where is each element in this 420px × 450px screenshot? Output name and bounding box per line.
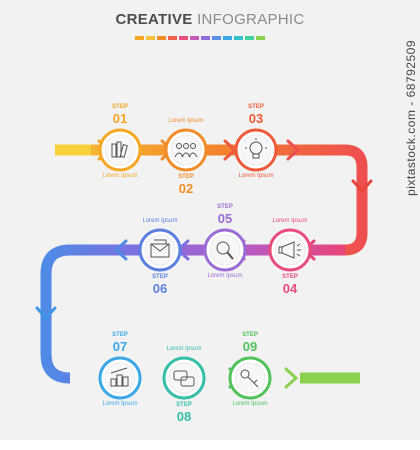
- palette-swatch: [234, 36, 243, 40]
- chat-icon: [173, 370, 195, 387]
- flow-band-middle: [40, 244, 345, 384]
- step-word: STEP: [242, 332, 258, 338]
- step-word: STEP: [176, 402, 192, 408]
- step-label: Lorem Ipsum: [102, 173, 138, 179]
- step-word: STEP: [248, 104, 264, 110]
- magnifier-icon: [216, 241, 234, 260]
- money-icon: [110, 367, 129, 387]
- step-label: Lorem Ipsum: [272, 218, 308, 224]
- step-inner-circle: [209, 234, 241, 266]
- mail-icon: [150, 239, 170, 258]
- step-word: STEP: [112, 104, 128, 110]
- chevron-right-icon: [286, 139, 301, 161]
- step-label: Lorem Ipsum: [207, 273, 243, 279]
- step-inner-circle: [170, 134, 202, 166]
- stock-watermark: pixtastock.com - 68792509: [404, 40, 418, 196]
- step-number: 08: [176, 409, 192, 424]
- step-number: 09: [242, 339, 258, 354]
- step-word: STEP: [112, 332, 128, 338]
- step-label: Lorem Ipsum: [142, 218, 178, 224]
- step-number: 01: [112, 111, 128, 126]
- step-number: 05: [217, 211, 233, 226]
- palette-swatch: [256, 36, 265, 40]
- stock-footer-strip: [0, 440, 420, 450]
- palette-swatch: [190, 36, 199, 40]
- palette-swatch: [157, 36, 166, 40]
- chevron-down-icon: [35, 306, 57, 321]
- flow-band-top: [55, 144, 368, 256]
- step-label: Lorem Ipsum: [168, 118, 204, 124]
- step-inner-circle: [234, 362, 266, 394]
- palette-swatch: [146, 36, 155, 40]
- step-word: STEP: [152, 274, 168, 280]
- step-number: 06: [152, 281, 168, 296]
- chevron-down-icon: [351, 179, 373, 194]
- step-label: Lorem Ipsum: [232, 401, 268, 407]
- step-inner-circle: [240, 134, 272, 166]
- palette-swatch: [245, 36, 254, 40]
- color-palette-bar: [135, 36, 265, 40]
- palette-swatch: [212, 36, 221, 40]
- palette-swatch: [179, 36, 188, 40]
- title-light: INFOGRAPHIC: [197, 11, 305, 28]
- key-icon: [240, 369, 259, 388]
- palette-swatch: [201, 36, 210, 40]
- step-inner-circle: [104, 362, 136, 394]
- step-number: 03: [248, 111, 264, 126]
- flow-end-cap: [300, 372, 360, 384]
- step-word: STEP: [217, 204, 233, 210]
- lightbulb-icon: [245, 138, 267, 159]
- step-label: Lorem Ipsum: [166, 346, 202, 352]
- step-word: STEP: [178, 174, 194, 180]
- palette-swatch: [168, 36, 177, 40]
- books-icon: [111, 141, 128, 158]
- step-word: STEP: [282, 274, 298, 280]
- title-bold: CREATIVE: [115, 11, 193, 28]
- step-label: Lorem Ipsum: [238, 173, 274, 179]
- step-number: 04: [282, 281, 298, 296]
- chevron-right-icon: [284, 367, 299, 389]
- page-title: CREATIVE INFOGRAPHIC: [0, 11, 420, 28]
- palette-swatch: [223, 36, 232, 40]
- flow-start-cap: [55, 144, 91, 156]
- palette-swatch: [135, 36, 144, 40]
- step-number: 07: [112, 339, 128, 354]
- step-inner-circle: [104, 134, 136, 166]
- step-number: 02: [178, 181, 194, 196]
- team-icon: [174, 143, 198, 158]
- chevron-left-icon: [113, 239, 128, 261]
- megaphone-icon: [278, 241, 301, 259]
- step-label: Lorem Ipsum: [102, 401, 138, 407]
- step-inner-circle: [274, 234, 306, 266]
